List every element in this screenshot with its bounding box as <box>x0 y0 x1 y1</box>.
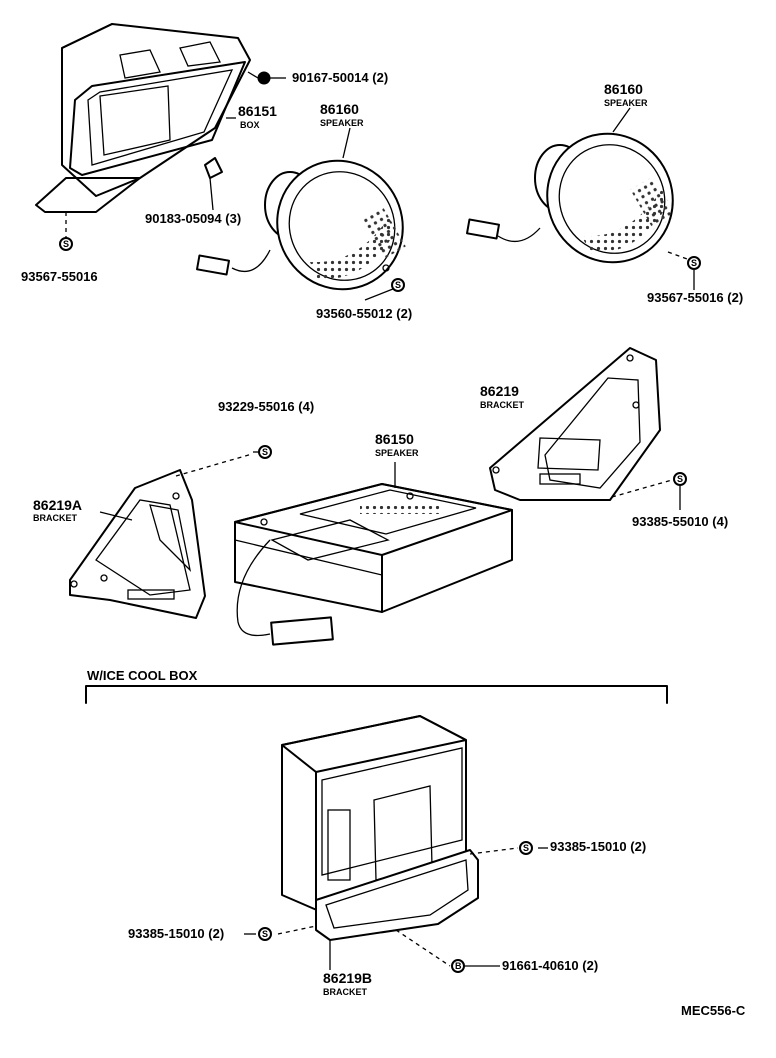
label-clip: 90183-05094 (3) <box>145 211 242 226</box>
diagram-code: MEC556-C <box>681 1003 746 1018</box>
s-symbol-3 <box>687 256 701 270</box>
s-symbol-1 <box>59 237 73 251</box>
s-letter-6: S <box>523 843 530 853</box>
s-letter-1: S <box>63 239 70 249</box>
label-bracket-right-name: BRACKET <box>480 400 524 410</box>
label-section-heading: W/ICE COOL BOX <box>87 668 198 683</box>
bracket-left-part <box>69 453 253 619</box>
s-symbol-2 <box>391 278 405 292</box>
label-speaker-main-number: 86150 <box>375 431 414 447</box>
label-box-number: 86151 <box>238 103 277 119</box>
label-speaker-right-name: SPEAKER <box>604 98 648 108</box>
label-speaker-main-name: SPEAKER <box>375 448 419 458</box>
speaker-left-part <box>196 127 406 301</box>
label-box-name: BOX <box>240 120 260 130</box>
s-letter-2: S <box>395 280 402 290</box>
s-symbol-4 <box>258 445 272 459</box>
label-bracket-cool-name: BRACKET <box>323 987 367 997</box>
label-screw-bracket-left: 93229-55016 (4) <box>218 399 315 414</box>
s-symbol-7 <box>258 927 272 941</box>
label-bolt-cool: 91661-40610 (2) <box>502 958 599 973</box>
label-speaker-left-name: SPEAKER <box>320 118 364 128</box>
box-part <box>35 23 251 240</box>
label-speaker-right-number: 86160 <box>604 81 643 97</box>
clip-part <box>204 157 223 211</box>
label-bracket-cool-number: 86219B <box>323 970 373 986</box>
label-bracket-right-number: 86219 <box>480 383 519 399</box>
label-screw-speaker-left: 93560-55012 (2) <box>316 306 413 321</box>
s-symbol-6 <box>519 841 533 855</box>
s-symbol-5 <box>673 472 687 486</box>
label-speaker-left-number: 86160 <box>320 101 359 117</box>
screw-part <box>247 71 286 85</box>
speaker-right-part <box>466 107 695 290</box>
label-screw-box: 93567-55016 <box>21 269 98 284</box>
label-screw-cool-left: 93385-15010 (2) <box>128 926 225 941</box>
cool-box-part <box>277 715 519 970</box>
label-screw-cool-right: 93385-15010 (2) <box>550 839 647 854</box>
s-letter-5: S <box>677 474 684 484</box>
b-symbol-1 <box>451 959 465 973</box>
label-screw-speaker-right: 93567-55016 (2) <box>647 290 744 305</box>
label-bracket-left-name: BRACKET <box>33 513 77 523</box>
s-letter-7: S <box>262 929 269 939</box>
label-screw-bracket-right: 93385-55010 (4) <box>632 514 729 529</box>
label-screw: 90167-50014 (2) <box>292 70 389 85</box>
speaker-main-part <box>234 462 513 646</box>
cool-box-frame <box>85 685 668 704</box>
bracket-right-part <box>489 347 681 510</box>
b-letter-1: B <box>455 961 462 971</box>
s-letter-3: S <box>691 258 698 268</box>
s-letter-4: S <box>262 447 269 457</box>
label-bracket-left-number: 86219A <box>33 497 83 513</box>
